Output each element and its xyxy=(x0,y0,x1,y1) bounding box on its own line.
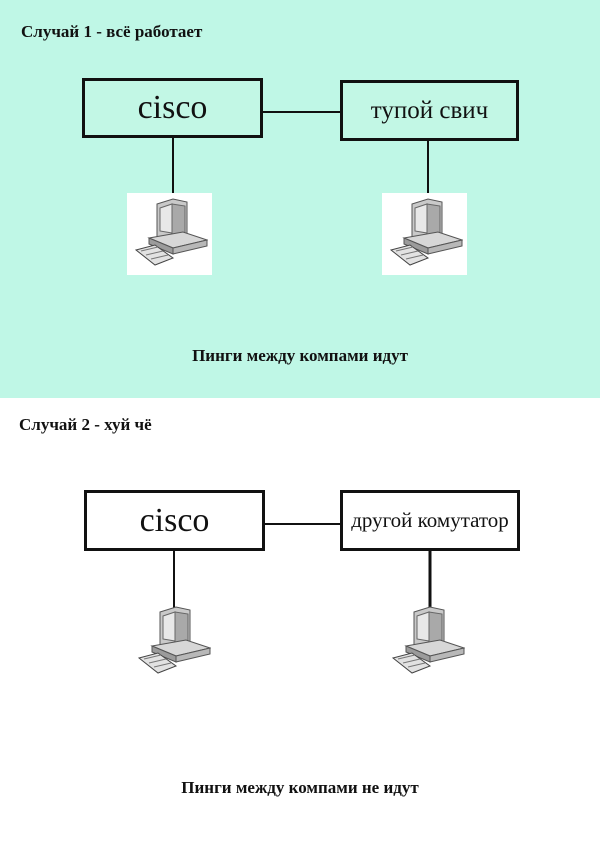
case-2-title: Случай 2 - хуй чё xyxy=(19,415,152,434)
router-box: cisco xyxy=(82,78,263,138)
switch-label: другой комутатор xyxy=(351,508,509,532)
router-label: cisco xyxy=(137,89,208,126)
case-2-panel: Случай 2 - хуй чё cisco другой комутатор xyxy=(0,398,600,849)
case-1-links xyxy=(172,111,429,210)
switch-label: тупой свич xyxy=(370,96,489,124)
switch-box: другой комутатор xyxy=(340,490,520,551)
desktop-computer-icon xyxy=(137,606,211,674)
case-2-caption: Пинги между компами не идут xyxy=(181,778,419,797)
router-box: cisco xyxy=(84,490,265,551)
case-1-caption: Пинги между компами идут xyxy=(192,346,408,365)
desktop-computer-icon xyxy=(391,606,465,674)
case-1-panel: Случай 1 - всё работает cisco тупой свич xyxy=(0,0,600,398)
switch-box: тупой свич xyxy=(340,80,519,141)
desktop-computer-icon xyxy=(134,198,208,266)
desktop-computer-icon xyxy=(389,198,463,266)
router-label: cisco xyxy=(139,501,210,539)
case-1-title: Случай 1 - всё работает xyxy=(21,22,203,41)
